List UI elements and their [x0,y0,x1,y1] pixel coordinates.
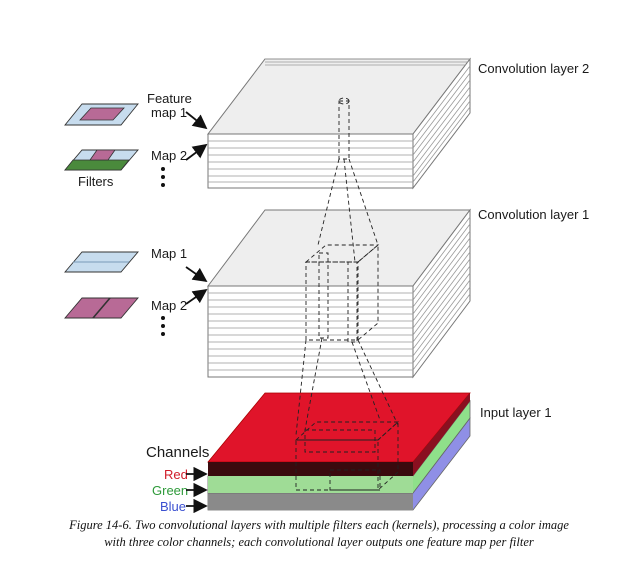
label-map-1-top: map 1 [151,105,187,120]
label-map-1-mid: Map 1 [151,246,187,261]
filter-map-1-mid [64,251,139,273]
figure-caption: Figure 14-6. Two convolutional layers wi… [0,517,638,551]
conv-layer-1 [207,208,471,379]
caption-line-2: with three color channels; each convolut… [104,535,534,549]
label-channels: Channels [146,444,209,461]
label-conv-layer-1: Convolution layer 1 [478,207,589,222]
caption-line-1: Figure 14-6. Two convolutional layers wi… [69,518,569,532]
filter-map-2-mid [64,297,139,319]
input-layer [207,392,471,511]
label-blue-channel: Blue [160,499,186,514]
label-input-layer-1: Input layer 1 [480,405,552,420]
filter-feature-map-1 [64,103,139,126]
conv-layer-2 [206,57,472,190]
label-map-2-mid: Map 2 [151,298,187,313]
label-red-channel: Red [164,467,188,482]
more-maps-dots [161,167,165,336]
cnn-diagram: Convolution layer 2 Convolution layer 1 … [64,57,589,514]
label-arrows [185,111,208,514]
label-filters: Filters [78,174,114,189]
filter-map-2-top [64,149,139,171]
receptive-fields [294,97,400,491]
label-conv-layer-2: Convolution layer 2 [478,61,589,76]
label-green-channel: Green [152,483,188,498]
label-feature: Feature [147,91,192,106]
label-map-2-top: Map 2 [151,148,187,163]
